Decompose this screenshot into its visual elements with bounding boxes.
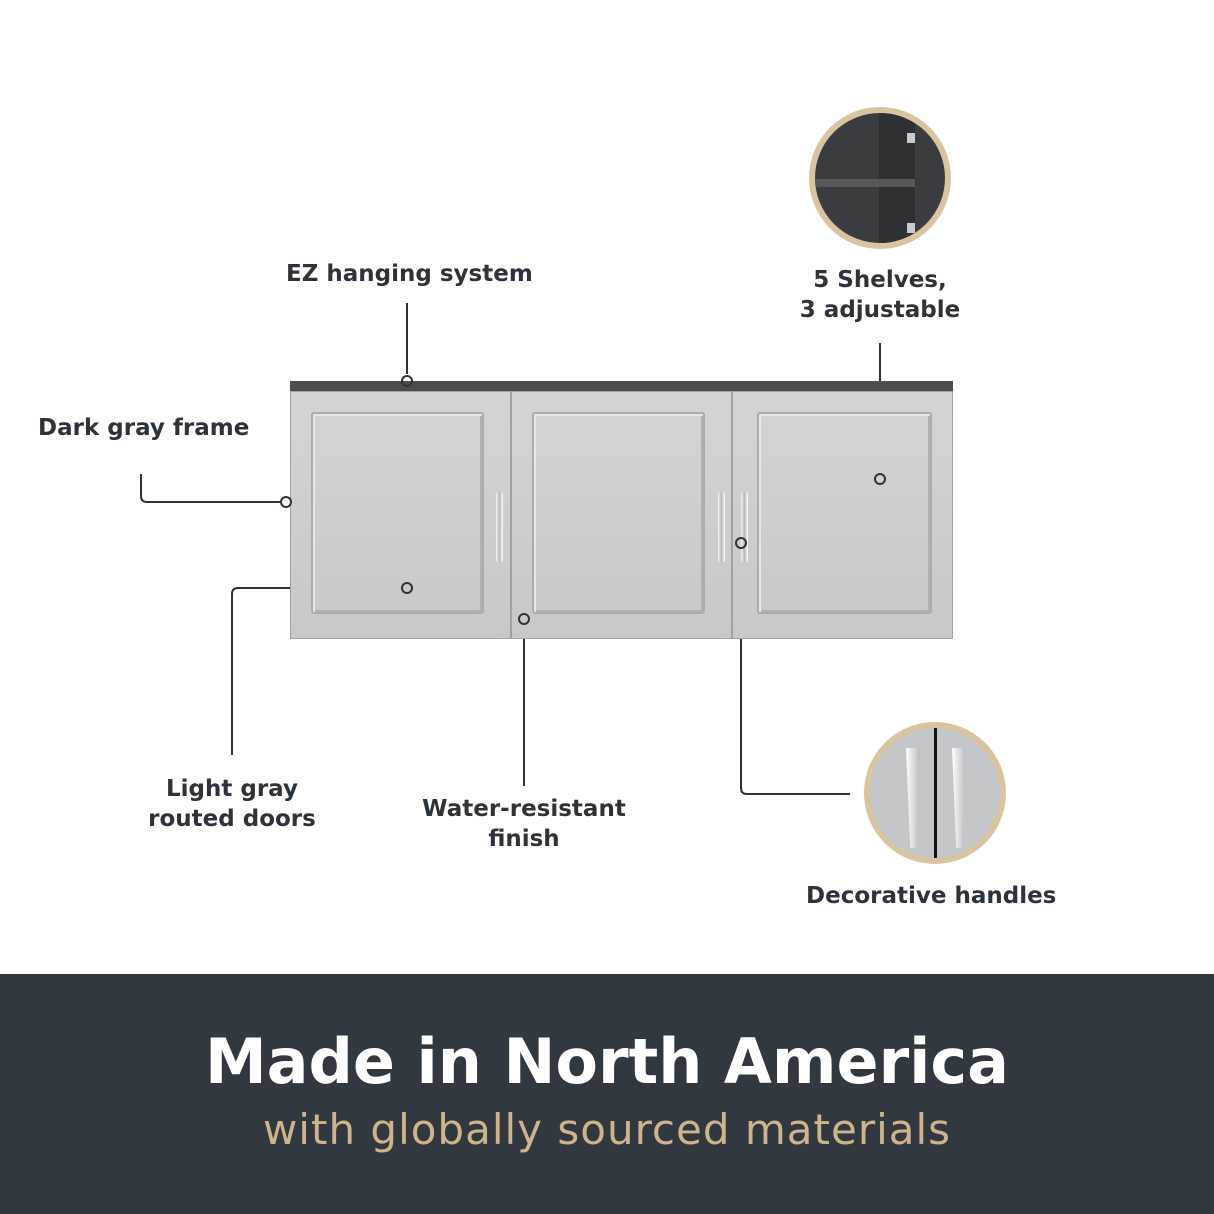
cabinet-door-middle xyxy=(511,391,732,639)
wall-cabinet-image xyxy=(290,381,953,639)
footer-banner xyxy=(0,974,1214,1214)
handle-icon xyxy=(718,492,725,562)
door-panel xyxy=(757,412,932,614)
label-ez-hanging: EZ hanging system xyxy=(286,261,533,287)
cabinet-door-right xyxy=(732,391,953,639)
handle-icon xyxy=(741,492,748,562)
label-handles: Decorative handles xyxy=(806,883,1057,909)
door-panel xyxy=(311,412,484,614)
label-doors-line2: routed doors xyxy=(148,806,316,832)
cabinet-door-left xyxy=(290,391,511,639)
callout-dot-shelves xyxy=(874,473,886,485)
callout-dot-ez-hanging xyxy=(401,375,413,387)
callout-lines xyxy=(140,303,881,795)
callout-dot-doors xyxy=(401,582,413,594)
handle-icon xyxy=(496,492,503,562)
label-doors-line1: Light gray xyxy=(166,776,298,802)
callout-dot-finish xyxy=(518,613,530,625)
door-panel xyxy=(532,412,705,614)
footer-subtitle: with globally sourced materials xyxy=(262,1105,952,1154)
label-shelves: 5 Shelves, 3 adjustable xyxy=(790,265,970,325)
label-frame: Dark gray frame xyxy=(38,415,250,441)
shelves-detail-image xyxy=(809,107,951,249)
callout-dot-frame xyxy=(280,496,292,508)
footer-title: Made in North America xyxy=(204,1025,1009,1098)
label-shelves-line1: 5 Shelves, xyxy=(813,267,947,293)
label-shelves-line2: 3 adjustable xyxy=(799,297,961,323)
callout-dot-handles xyxy=(735,537,747,549)
cabinet-top-frame xyxy=(290,381,953,393)
label-finish-line1: Water-resistant xyxy=(422,796,626,822)
label-finish-line2: finish xyxy=(488,826,560,852)
label-finish: Water-resistant finish xyxy=(414,794,634,854)
label-doors: Light gray routed doors xyxy=(140,774,324,834)
handles-detail-image xyxy=(864,722,1006,864)
